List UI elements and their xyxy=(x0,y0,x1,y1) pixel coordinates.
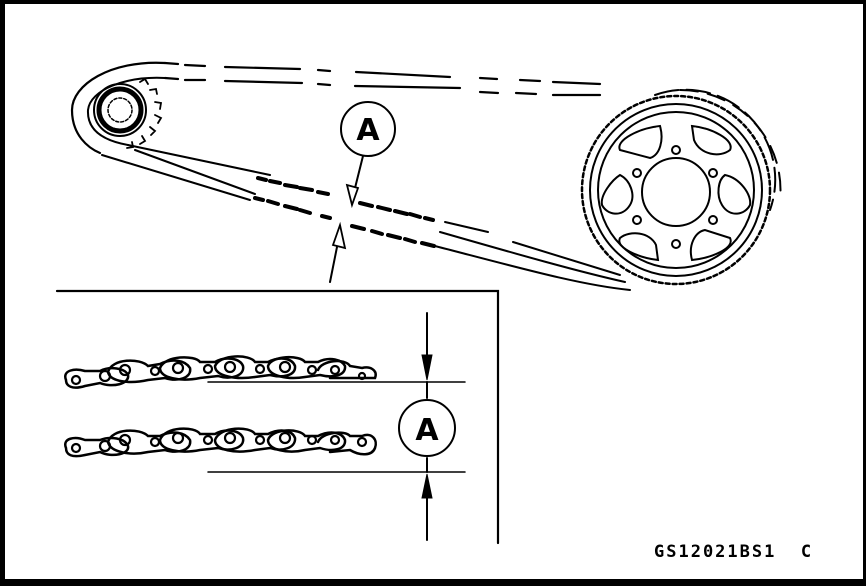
inset-chain-upper xyxy=(64,355,377,389)
callout-label-main: A xyxy=(356,113,380,148)
inset-chain-lower xyxy=(64,427,377,458)
figure-code: GS12021BS1 xyxy=(654,542,777,562)
lower-chain-run xyxy=(101,144,631,291)
figure-suffix: C xyxy=(800,542,814,562)
inset-chain-upper-pins xyxy=(70,360,367,386)
inset-chain-lower-pins xyxy=(70,431,368,454)
upper-chain-run xyxy=(163,61,602,97)
chain-links-lower xyxy=(253,196,436,248)
callout-a-main xyxy=(329,101,396,283)
callout-label-inset: A xyxy=(415,413,439,448)
detail-inset xyxy=(55,289,500,545)
engine-sprocket xyxy=(70,61,167,155)
rear-sprocket xyxy=(580,88,782,286)
chain-links-upper xyxy=(256,176,435,222)
diagram-frame: A A xyxy=(5,4,863,579)
figure-code-label: GS12021BS1 C xyxy=(654,542,813,562)
